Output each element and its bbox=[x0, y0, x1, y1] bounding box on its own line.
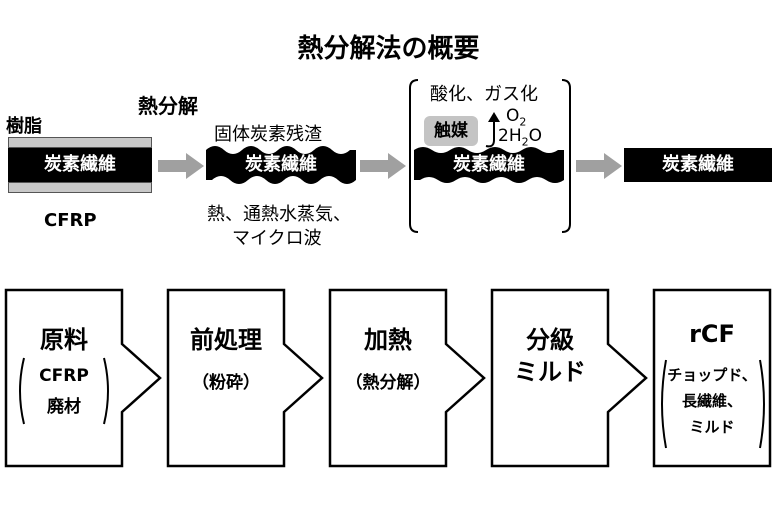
carbon-fiber-bar-4: 炭素繊維 bbox=[624, 148, 772, 182]
step-heating-detail: （熱分解） bbox=[345, 373, 431, 393]
step-rcf-detail-3: ミルド bbox=[689, 418, 735, 436]
heat-source-line2: マイクロ波 bbox=[232, 228, 322, 249]
diagram-title: 熱分解法の概要 bbox=[297, 34, 480, 64]
step-raw-material-detail-1: CFRP bbox=[39, 366, 89, 386]
cfrp-label: CFRP bbox=[44, 210, 97, 231]
h2o-label: 2H2O bbox=[498, 126, 542, 149]
step-raw-material-detail-2: 廃材 bbox=[47, 397, 81, 417]
process-arrow-icon-2 bbox=[360, 153, 406, 179]
pyrolysis-label: 熱分解 bbox=[138, 94, 198, 118]
reaction-arrow-icon bbox=[485, 112, 500, 148]
carbon-fiber-bar-2: 炭素繊維 bbox=[245, 154, 317, 175]
oxidation-bracket-icon bbox=[409, 79, 571, 233]
process-arrow-icon-1 bbox=[158, 153, 204, 179]
resin-layer-bottom bbox=[8, 182, 152, 193]
step-raw-material-title: 原料 bbox=[40, 326, 88, 354]
step-heating-title: 加熱 bbox=[364, 326, 412, 354]
step-pretreatment-detail: （粉砕） bbox=[192, 373, 260, 393]
catalyst-box: 触媒 bbox=[424, 116, 478, 146]
oxidation-label: 酸化、ガス化 bbox=[430, 84, 538, 105]
process-flow-outlines bbox=[4, 288, 772, 468]
left-paren-icon-1 bbox=[19, 357, 25, 425]
step-rcf-title: rCF bbox=[689, 320, 735, 348]
carbon-fiber-bar-3: 炭素繊維 bbox=[453, 154, 525, 175]
o2-label: O2 bbox=[506, 106, 527, 129]
step-rcf-detail-1: チョップド、 bbox=[667, 366, 757, 384]
residue-wave-icon-2 bbox=[414, 147, 564, 183]
process-arrow-icon-3 bbox=[576, 153, 622, 179]
step-classification-title-2: ミルド bbox=[514, 358, 586, 386]
step-classification-title-1: 分級 bbox=[526, 326, 574, 354]
left-paren-icon-5 bbox=[661, 359, 667, 449]
residue-wave-icon bbox=[206, 146, 356, 184]
residue-label: 固体炭素残渣 bbox=[214, 124, 322, 145]
carbon-fiber-bar-1: 炭素繊維 bbox=[8, 148, 152, 182]
heat-source-line1: 熱、通熱水蒸気、 bbox=[207, 204, 351, 225]
right-paren-icon-1 bbox=[103, 357, 109, 425]
step-pretreatment-title: 前処理 bbox=[190, 326, 262, 354]
resin-layer-top bbox=[8, 137, 152, 148]
resin-label: 樹脂 bbox=[6, 116, 42, 137]
right-paren-icon-5 bbox=[759, 359, 765, 449]
step-rcf-detail-2: 長繊維、 bbox=[681, 392, 742, 410]
